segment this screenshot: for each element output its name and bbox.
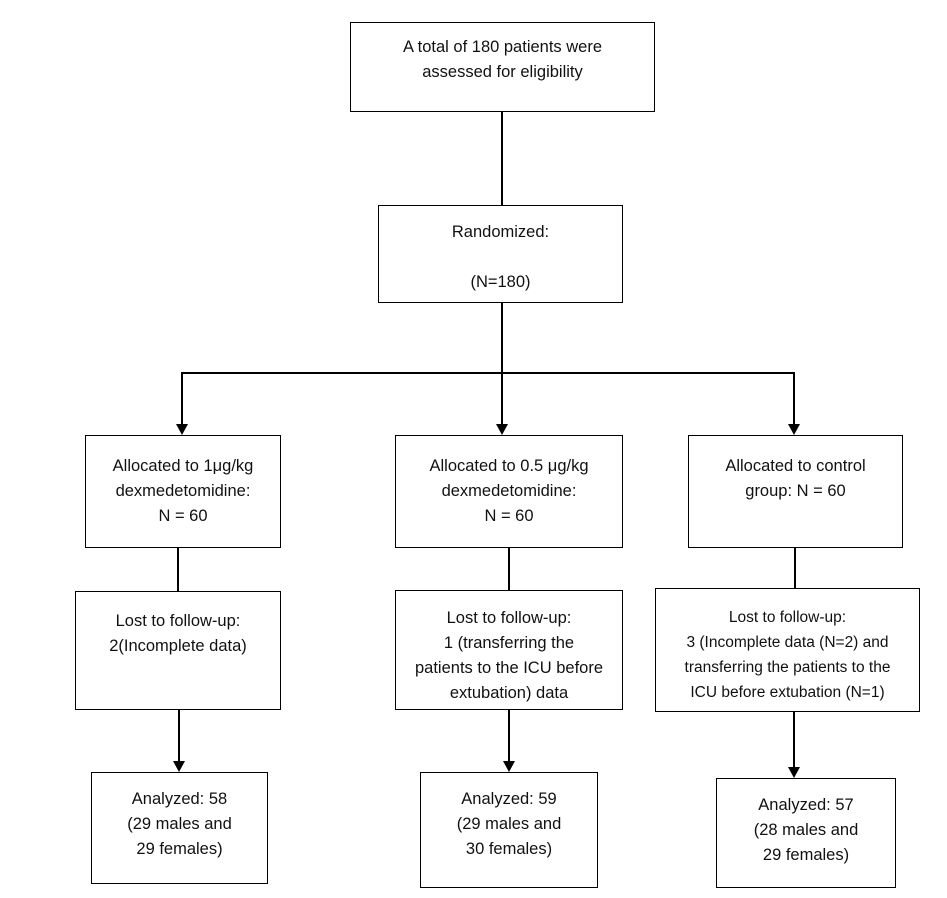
analyzed-box-dex-05ug: Analyzed: 59 (29 males and 30 females)	[420, 772, 598, 888]
arrowhead-down-icon	[788, 424, 800, 435]
connector-allocated-to-lost-middle	[508, 548, 510, 590]
connector-lost-to-analyzed-left	[178, 710, 180, 761]
randomized-box: Randomized: (N=180)	[378, 205, 623, 303]
arrowhead-down-icon	[496, 424, 508, 435]
arrowhead-down-icon	[503, 761, 515, 772]
arrowhead-down-icon	[176, 424, 188, 435]
allocated-box-dex-1ug: Allocated to 1μg/kg dexmedetomidine: N =…	[85, 435, 281, 548]
lost-to-followup-box-control: Lost to follow-up: 3 (Incomplete data (N…	[655, 588, 920, 712]
connector-allocated-to-lost-left	[177, 548, 179, 591]
analyzed-box-control: Analyzed: 57 (28 males and 29 females)	[716, 778, 896, 888]
connector-assessed-to-randomized	[501, 112, 503, 205]
branch-drop-left	[181, 372, 183, 424]
branch-drop-right	[793, 372, 795, 424]
arrowhead-down-icon	[788, 767, 800, 778]
lost-to-followup-box-dex-1ug: Lost to follow-up: 2(Incomplete data)	[75, 591, 281, 710]
connector-allocated-to-lost-right	[794, 548, 796, 588]
analyzed-box-dex-1ug: Analyzed: 58 (29 males and 29 females)	[91, 772, 268, 884]
connector-randomized-to-branch	[501, 303, 503, 424]
allocated-box-dex-05ug: Allocated to 0.5 μg/kg dexmedetomidine: …	[395, 435, 623, 548]
connector-lost-to-analyzed-right	[793, 712, 795, 767]
allocated-box-control: Allocated to control group: N = 60	[688, 435, 903, 548]
branch-horizontal-line	[181, 372, 795, 374]
lost-to-followup-box-dex-05ug: Lost to follow-up: 1 (transferring the p…	[395, 590, 623, 710]
assessed-for-eligibility-box: A total of 180 patients were assessed fo…	[350, 22, 655, 112]
connector-lost-to-analyzed-middle	[508, 710, 510, 761]
arrowhead-down-icon	[173, 761, 185, 772]
